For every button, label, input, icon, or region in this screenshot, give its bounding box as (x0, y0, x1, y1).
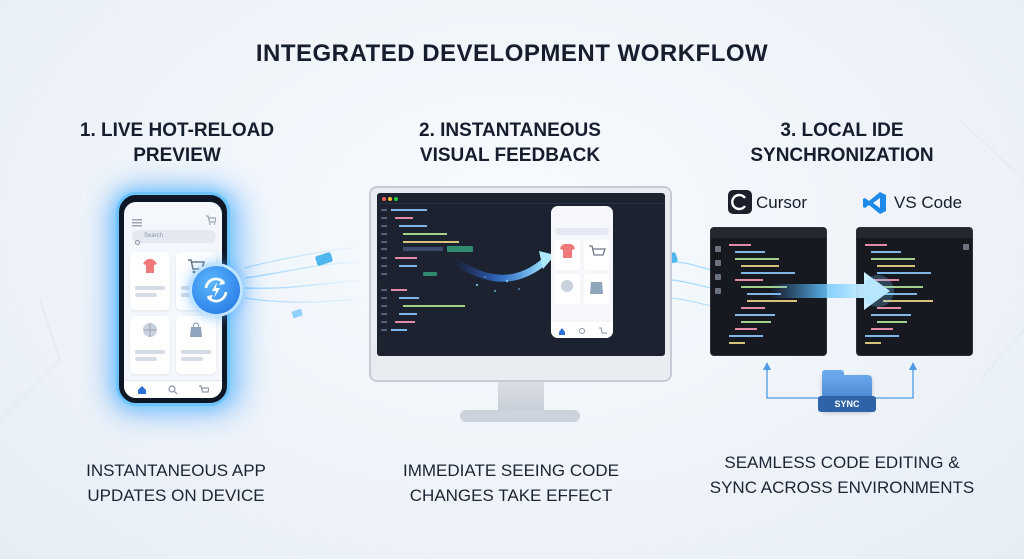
ide-sync-arrow (770, 272, 894, 310)
step-3-caption-line1: SEAMLESS CODE EDITING & (724, 453, 960, 472)
monitor-stand-neck (498, 382, 544, 412)
step-1-caption-line2: UPDATES ON DEVICE (87, 486, 265, 505)
shopping-bag-icon (190, 322, 202, 337)
step-2-heading-line2: VISUAL FEEDBACK (419, 145, 601, 166)
product-card[interactable] (130, 252, 170, 310)
ball-icon (143, 323, 157, 337)
refresh-bolt-icon (204, 277, 228, 303)
step-3-caption: SEAMLESS CODE EDITING & SYNC ACROSS ENVI… (700, 450, 984, 500)
phone-search-icon (135, 233, 141, 251)
home-icon[interactable] (137, 385, 147, 395)
step-2-heading: 2. INSTANTANEOUS VISUAL FEEDBACK (380, 118, 640, 168)
step-2-caption: IMMEDIATE SEEING CODE CHANGES TAKE EFFEC… (380, 458, 642, 508)
vscode-label: VS Code (894, 193, 963, 212)
monitor-stand-base (460, 410, 580, 422)
monitor-app-preview (551, 206, 613, 338)
cursor-logo-icon (728, 190, 752, 214)
tshirt-icon (143, 259, 157, 273)
diagram-title: INTEGRATED DEVELOPMENT WORKFLOW (255, 40, 769, 67)
step-1-caption: INSTANTANEOUS APP UPDATES ON DEVICE (40, 458, 312, 508)
step-3-heading-line1: 3. LOCAL IDE (780, 120, 904, 141)
search-icon[interactable] (168, 385, 178, 395)
cursor-label: Cursor (756, 193, 808, 212)
nav-cart-icon[interactable] (199, 385, 209, 395)
vscode-logo-icon (862, 190, 888, 221)
step-1-heading: 1. LIVE HOT-RELOAD PREVIEW (52, 118, 302, 168)
step-3-heading-line2: SYNCHRONIZATION (750, 145, 934, 166)
code-editor-view (377, 197, 665, 331)
cart-icon[interactable] (206, 212, 217, 230)
step-1-caption-line1: INSTANTANEOUS APP (86, 461, 266, 480)
step-1-heading-line2: PREVIEW (133, 145, 221, 166)
sync-label: SYNC (818, 396, 876, 412)
stream-phone-to-monitor (244, 245, 369, 318)
sync-folder-tab (822, 370, 844, 378)
step-2-heading-line1: 2. INSTANTANEOUS (419, 120, 601, 141)
step-2-caption-line2: CHANGES TAKE EFFECT (409, 486, 613, 505)
product-card[interactable] (130, 316, 170, 374)
phone-bottom-nav (124, 380, 222, 398)
sync-loop-arrows (763, 362, 917, 399)
background-network (0, 119, 1024, 421)
product-card[interactable] (176, 316, 216, 374)
monitor-screen (377, 193, 665, 356)
hot-reload-sync-badge (192, 266, 240, 314)
step-2-caption-line1: IMMEDIATE SEEING CODE (403, 461, 619, 480)
hamburger-menu-icon[interactable] (132, 214, 142, 232)
step-3-caption-line2: SYNC ACROSS ENVIRONMENTS (709, 478, 975, 497)
step-3-heading: 3. LOCAL IDE SYNCHRONIZATION (712, 118, 972, 168)
step-1-heading-line1: 1. LIVE HOT-RELOAD (79, 120, 275, 141)
phone-search-input[interactable]: Search (132, 230, 216, 243)
